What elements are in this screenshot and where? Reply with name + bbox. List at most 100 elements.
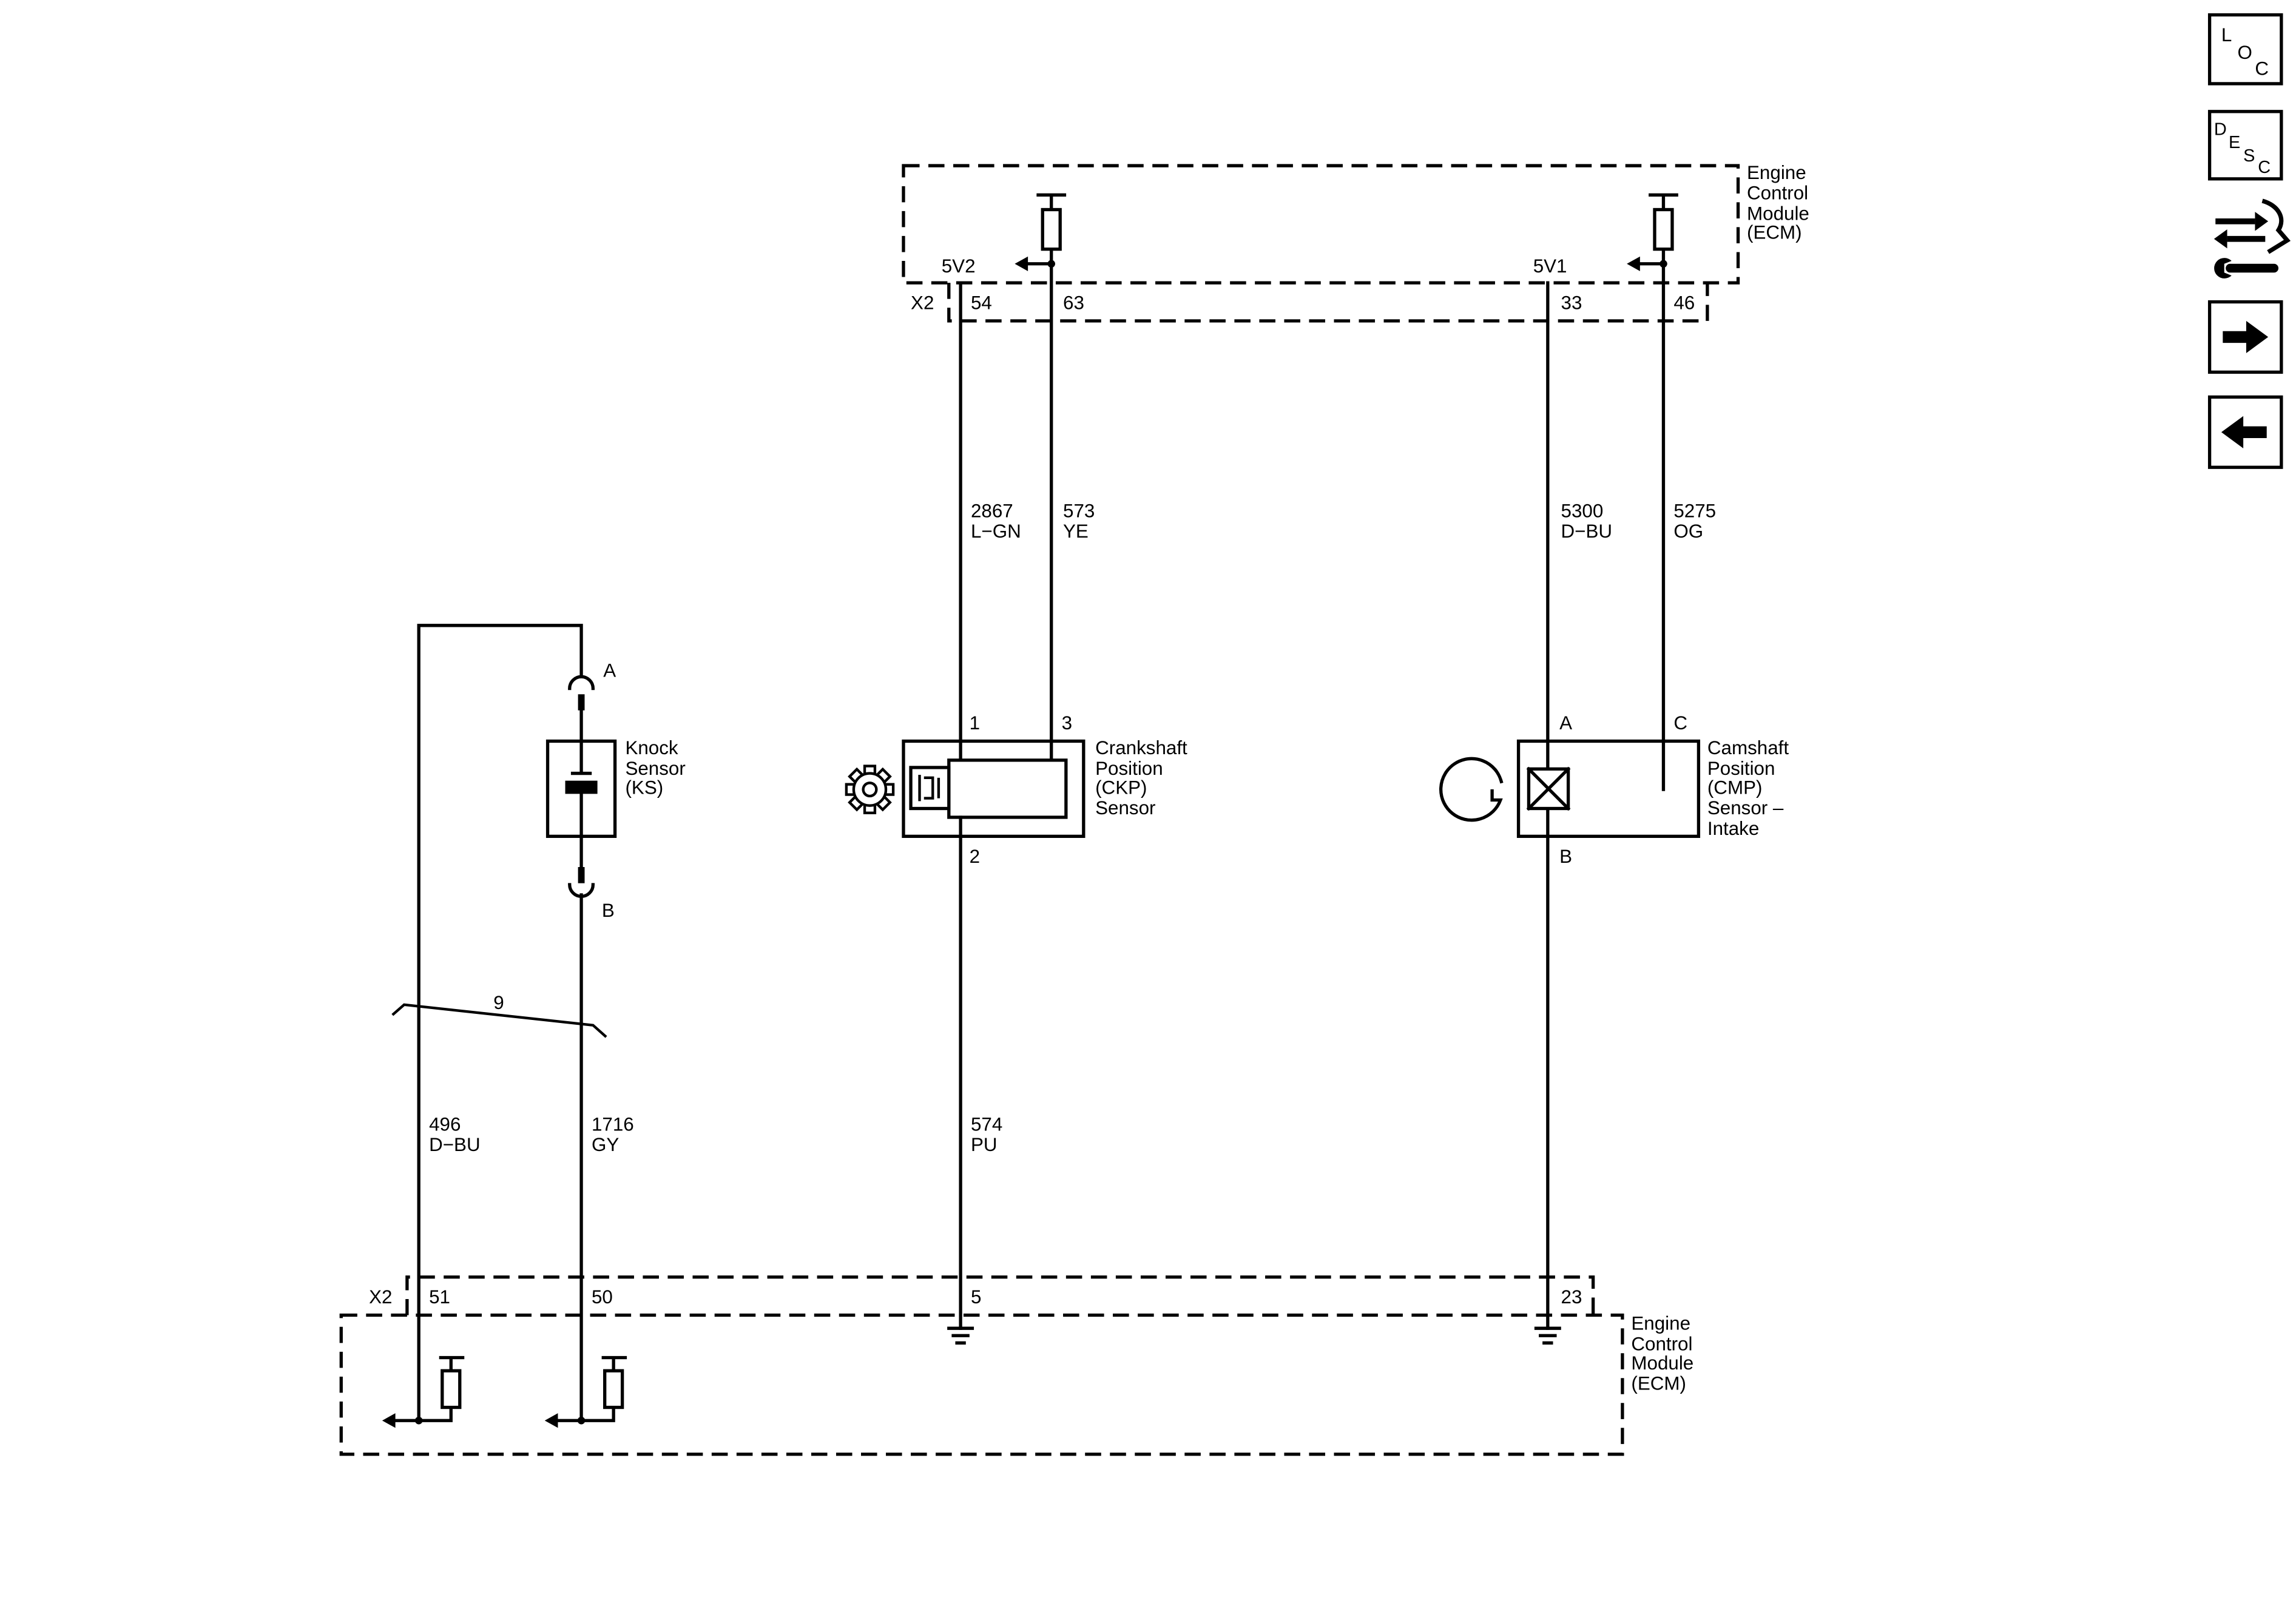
pullup-resistor-51 <box>382 1355 465 1428</box>
wire-circuit-label: 2867 <box>971 500 1013 521</box>
loc-letter: O <box>2237 42 2252 63</box>
ecm-top-label: (ECM) <box>1747 222 1802 243</box>
connector-x2-bottom-boundary <box>405 1275 1595 1315</box>
twisted-pair-line <box>391 1003 607 1038</box>
pin-label: B <box>602 900 615 921</box>
wrench-jaw-icon <box>2214 258 2232 279</box>
pullup-resistor-46 <box>1627 193 1678 271</box>
component-label: (CKP) <box>1095 777 1147 798</box>
component-label: Sensor <box>1095 797 1155 819</box>
wire-color-label: D−BU <box>1561 521 1613 542</box>
signal-arrow-icon <box>1015 256 1028 271</box>
component-label: (CMP) <box>1707 777 1763 798</box>
component-label: Knock <box>625 737 678 758</box>
resistor-leads <box>393 1355 465 1422</box>
supply-label-5v2: 5V2 <box>942 255 976 277</box>
wire-color-label: GY <box>592 1134 619 1155</box>
resistor-body <box>603 1369 624 1409</box>
resistor-body <box>441 1369 462 1409</box>
ecm-module-bottom: Engine Control Module (ECM) <box>339 1313 1693 1456</box>
pin-label: 54 <box>971 292 992 314</box>
ecm-bottom-boundary <box>339 1313 1624 1456</box>
ckp-internal-leads <box>959 739 1053 839</box>
connector-x2-top: X2 54 63 33 46 <box>911 283 1709 323</box>
connector-name: X2 <box>369 1286 392 1308</box>
component-label: Crankshaft <box>1095 737 1187 758</box>
wire-color-label: D−BU <box>429 1134 481 1155</box>
pin-label: 63 <box>1063 292 1084 314</box>
connector-outline-icon <box>2261 198 2291 254</box>
loc-letter: L <box>2221 24 2232 46</box>
loc-button-frame[interactable] <box>2207 13 2283 86</box>
next-button[interactable] <box>2207 300 2283 374</box>
pin-label: 46 <box>1673 292 1695 314</box>
junction-dot <box>414 1416 423 1425</box>
previous-button[interactable] <box>2207 395 2283 469</box>
resistor-leads <box>1025 193 1067 266</box>
knock-sensor: A B Knock Sensor (KS) <box>545 660 686 921</box>
cmp-internal-leads <box>1546 739 1666 839</box>
wire-color-label: YE <box>1063 521 1089 542</box>
wire-circuit-label: 5275 <box>1673 500 1716 521</box>
component-label: Sensor <box>625 758 685 779</box>
desc-button[interactable]: D E S C <box>2207 110 2283 181</box>
connector-terminal-b <box>568 883 595 898</box>
pin-label: 51 <box>429 1286 450 1308</box>
resistor-body <box>1653 208 1674 251</box>
pin-label: 5 <box>971 1286 981 1308</box>
wire-496 <box>417 624 583 1422</box>
cmp-sensor: A C B Camshaft Position (CMP) Sensor – I… <box>1439 712 1789 867</box>
connector-terminal-a <box>568 675 595 690</box>
wire-labels: 2867 L−GN 573 YE 5300 D−BU 5275 OG 496 D… <box>429 500 1716 1155</box>
pin-label: 3 <box>1062 712 1072 734</box>
reluctor-wheel-icon <box>1439 757 1504 822</box>
ecm-bottom-label: Module <box>1631 1352 1693 1374</box>
desc-letter: E <box>2229 133 2240 152</box>
desc-letter: D <box>2214 120 2227 139</box>
pin-label: A <box>1559 712 1572 734</box>
ecm-top-label: Control <box>1747 183 1808 204</box>
loc-button[interactable]: L O C <box>2207 13 2283 86</box>
ecm-module-top: Engine Control Module (ECM) 5V2 5V1 <box>902 162 1809 285</box>
arrow-left-head-icon <box>2213 229 2227 249</box>
pin-label: 2 <box>970 846 980 867</box>
connector-repair-icon[interactable] <box>2205 195 2291 283</box>
junction-dot <box>577 1416 586 1425</box>
gear-icon <box>845 765 895 814</box>
loc-letter: C <box>2255 58 2269 79</box>
component-label: Sensor – <box>1707 797 1784 819</box>
supply-label-5v1: 5V1 <box>1533 255 1567 277</box>
pullup-resistor-63 <box>1015 193 1067 271</box>
desc-letter: S <box>2243 146 2255 166</box>
ecm-top-label: Engine <box>1747 162 1806 183</box>
pin-label: 23 <box>1561 1286 1582 1308</box>
signal-arrow-icon <box>544 1413 558 1428</box>
pin-label: 1 <box>970 712 980 734</box>
desc-letter: C <box>2258 158 2271 177</box>
wire-circuit-label: 5300 <box>1561 500 1604 521</box>
component-label: Position <box>1095 758 1163 779</box>
wire-circuit-label: 573 <box>1063 500 1095 521</box>
ckp-sensor: 1 3 2 Crankshaft Position (CKP) Sensor <box>845 712 1187 867</box>
hall-cross-icon <box>1526 766 1571 811</box>
resistor-body <box>1041 208 1062 251</box>
connector-x2-bottom: X2 51 50 5 23 <box>369 1275 1595 1315</box>
pin-label: C <box>1673 712 1687 734</box>
wire-circuit-label: 574 <box>971 1113 1002 1135</box>
pin-label: 33 <box>1561 292 1582 314</box>
resistor-leads <box>1636 193 1678 266</box>
wire-color-label: OG <box>1673 521 1703 542</box>
ground-icon <box>947 1326 974 1345</box>
wire-color-label: PU <box>971 1134 998 1155</box>
signal-arrow-icon <box>1627 256 1640 271</box>
piezo-element-icon <box>570 739 592 839</box>
desc-button-frame[interactable] <box>2207 110 2283 181</box>
signal-arrow-icon <box>382 1413 396 1428</box>
piezo-crystal-icon <box>565 780 598 794</box>
magnet-pickup-icon <box>909 766 951 811</box>
ecm-top-label: Module <box>1747 203 1809 224</box>
twisted-pair-label: 9 <box>493 992 504 1013</box>
pin-label: 50 <box>592 1286 613 1308</box>
wire-circuit-label: 496 <box>429 1113 461 1135</box>
